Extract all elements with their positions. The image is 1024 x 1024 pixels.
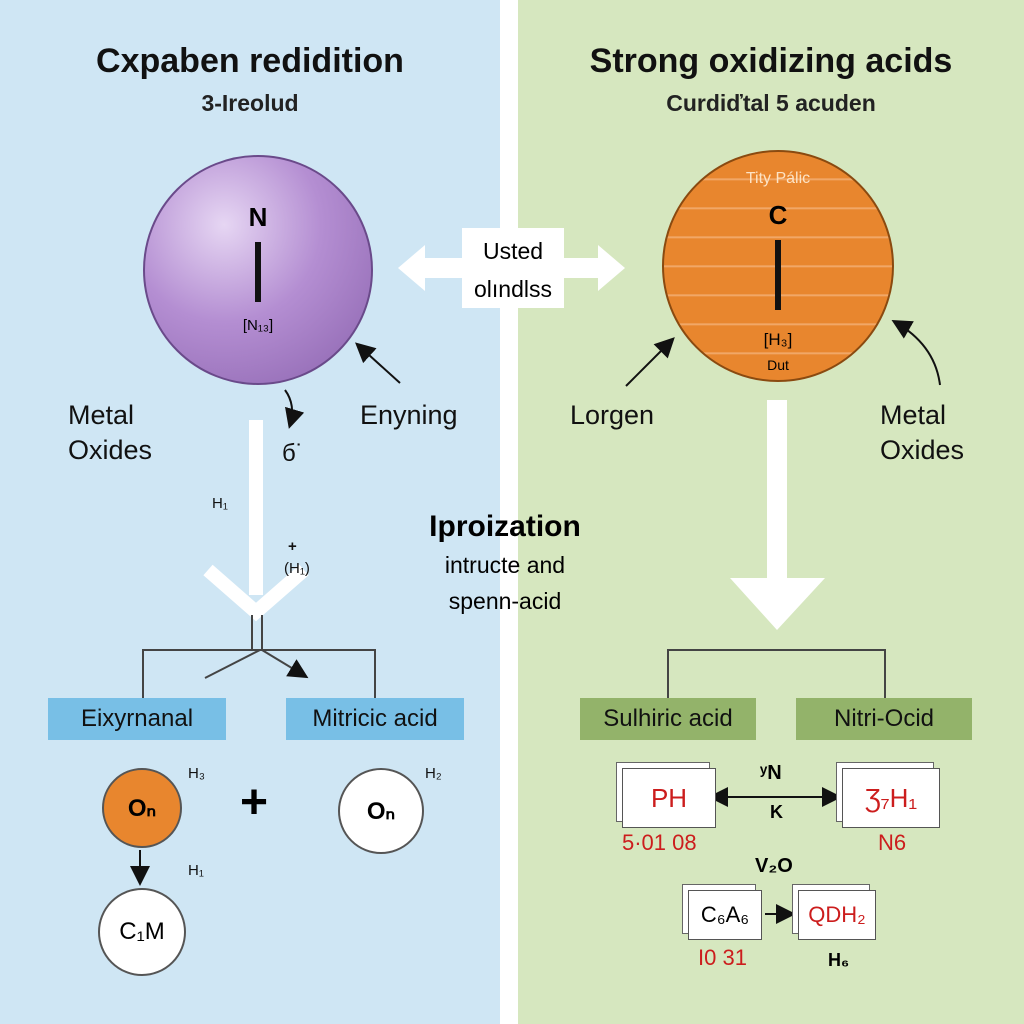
box-nitri-ocid: Nitri-Ocid xyxy=(796,698,972,740)
circle-orange: Oₙ xyxy=(102,768,182,848)
label-metal-oxides-right: Metal Oxides xyxy=(880,400,965,466)
ionization-line1: intructe and xyxy=(444,552,566,578)
card-c6a6: C₆A₆ xyxy=(688,890,762,940)
sphere-bottom-text: Dut xyxy=(767,357,789,373)
label-plus-small: + xyxy=(288,538,297,555)
right-subtitle: Curdiďtal 5 acuden xyxy=(666,90,876,116)
box-eixyrnanal: Eixyrnanal xyxy=(48,698,226,740)
sphere-arrow-icon xyxy=(255,242,261,302)
arrow-enyning xyxy=(355,342,401,384)
arrow-text-2: olındlss xyxy=(474,276,552,302)
label-lorgen: Lorgen xyxy=(570,400,655,430)
left-down-bar xyxy=(249,420,263,595)
circle-bottom: C₁M xyxy=(98,888,186,976)
ionization-line2: spenn-acid xyxy=(448,588,562,614)
purple-sphere: N [N₁₃] xyxy=(143,155,373,385)
label-n6: N6 xyxy=(878,830,907,855)
left-chevron xyxy=(203,564,309,622)
right-tree-lines xyxy=(667,649,886,700)
arrow-lorgen xyxy=(625,337,675,387)
card-qdh2: QDH₂ xyxy=(798,890,876,940)
label-h6: H₆ xyxy=(828,950,850,970)
right-arrow-head xyxy=(730,578,825,630)
label-h1-paren: (H₁) xyxy=(284,560,310,577)
left-subtitle: 3-Ireolud xyxy=(201,90,299,116)
arrow-text-1: Usted xyxy=(482,238,544,264)
label-b: б˙ xyxy=(282,440,304,467)
sphere-letter-right: C xyxy=(768,200,788,230)
label-v2o: V₂O xyxy=(755,855,793,877)
right-down-bar xyxy=(767,400,787,580)
label-h1-top: H₁ xyxy=(212,495,228,512)
sphere-sub-right: [H₃] xyxy=(763,330,793,349)
label-enyning: Enyning xyxy=(360,400,458,430)
sphere-letter: N xyxy=(248,202,268,232)
right-title: Strong oxidizing acids xyxy=(589,42,953,80)
label-h3: H₃ xyxy=(188,765,205,782)
orange-sphere: Tity Pálic C [H₃] Dut xyxy=(662,150,894,382)
card-z7h1: Ʒ₇H₁ xyxy=(842,768,940,828)
box-mitricic-acid: Mitricic acid xyxy=(286,698,464,740)
circle-white: Oₙ xyxy=(338,768,424,854)
label-num1: 5·01 08 xyxy=(622,830,697,855)
ionization-title: Iproization xyxy=(429,510,581,543)
label-mid-top: ʸN xyxy=(760,762,782,784)
label-metal-oxides-left: Metal Oxides xyxy=(68,400,153,466)
sphere-top-text: Tity Pálic xyxy=(745,170,811,187)
sphere-arrow-icon-right xyxy=(775,240,781,310)
arrow-metal-right xyxy=(891,320,941,386)
label-num2: I0 31 xyxy=(698,945,747,970)
curved-arrow-left xyxy=(284,389,305,429)
plus-big: + xyxy=(240,776,269,829)
box-sulhiric-acid: Sulhiric acid xyxy=(580,698,756,740)
label-mid-bottom: K xyxy=(770,802,783,822)
card-ph: PH xyxy=(622,768,716,828)
label-h1-bottom: H₁ xyxy=(188,862,204,879)
label-h2: H₂ xyxy=(425,765,442,782)
left-title: Cxpaben redidition xyxy=(96,42,404,80)
left-tree-lines xyxy=(142,649,376,700)
sphere-sub: [N₁₃] xyxy=(242,317,274,334)
